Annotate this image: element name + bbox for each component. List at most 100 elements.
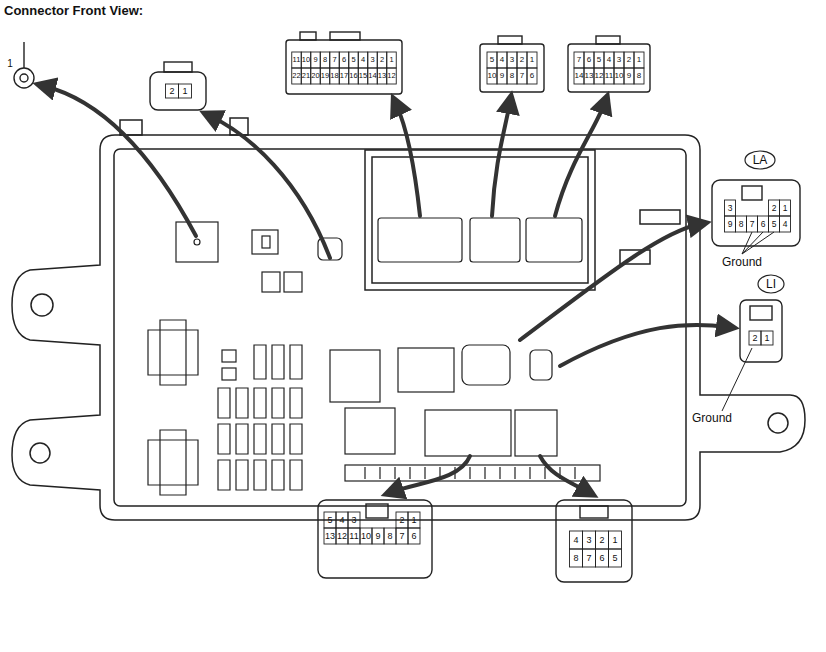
pin-cell <box>336 528 348 544</box>
pin-cell <box>594 68 604 84</box>
pin-cell <box>596 549 609 567</box>
pin-cell <box>311 52 321 68</box>
pin-cell <box>377 68 387 84</box>
pin-number: 5 <box>597 56 601 64</box>
pin-number: 3 <box>586 536 591 545</box>
pin-number: 7 <box>586 554 591 563</box>
pin-number: 4 <box>783 220 788 229</box>
pin-number: 20 <box>311 72 319 80</box>
pin-cell <box>368 68 378 84</box>
pin-cell <box>634 68 644 84</box>
pin-cell <box>396 528 408 544</box>
pin-cell <box>758 216 769 232</box>
pin-number: 13 <box>325 532 335 541</box>
pin-number: 5 <box>772 220 777 229</box>
pin-cell <box>507 68 517 84</box>
pin-number: 8 <box>510 72 514 80</box>
pin-cell <box>634 52 644 68</box>
pin-cell <box>761 331 773 345</box>
pin-cell <box>614 68 624 84</box>
pin-cell <box>609 531 622 549</box>
pin-number: 1 <box>530 56 534 64</box>
pin-number: 6 <box>411 532 416 541</box>
ground-label: Ground <box>722 256 762 268</box>
pin-cell <box>330 68 340 84</box>
pin-number: 3 <box>510 56 514 64</box>
pin-number: 7 <box>332 56 336 64</box>
pin-cell <box>725 216 736 232</box>
pin-cell <box>769 200 780 216</box>
pin-cell <box>301 68 311 84</box>
pin-number: 7 <box>520 72 524 80</box>
pin-number: 10 <box>488 72 497 80</box>
pin-cell <box>769 216 780 232</box>
pin-cell <box>377 52 387 68</box>
pin-number: 8 <box>387 532 392 541</box>
pin-cell <box>336 512 348 528</box>
pin-cell <box>349 52 359 68</box>
pin-cells <box>166 52 791 567</box>
pin-cell <box>179 84 192 98</box>
pin-number: 3 <box>351 516 356 525</box>
pin-cell <box>747 216 758 232</box>
pin-number: 1 <box>182 87 187 96</box>
pin-cell <box>583 549 596 567</box>
pin-number: 5 <box>351 56 355 64</box>
pin-number: 6 <box>530 72 534 80</box>
pin-cell <box>527 68 537 84</box>
pin-number: 9 <box>627 72 631 80</box>
housing-outline <box>12 118 805 520</box>
pin-cell <box>292 52 302 68</box>
pin-number: 11 <box>349 532 358 541</box>
pin-number: 13 <box>378 72 386 80</box>
pin-number: 1 <box>637 56 641 64</box>
pin-cell <box>349 68 359 84</box>
connector-code: LI <box>766 278 776 290</box>
pin-cell <box>624 68 634 84</box>
pin-number: 1 <box>764 334 769 343</box>
pin-cell <box>614 52 624 68</box>
pin-number: 4 <box>500 56 504 64</box>
pin-cell <box>497 68 507 84</box>
pin-number: 9 <box>728 220 733 229</box>
pin-number: 9 <box>500 72 504 80</box>
connector-code-oval: LI <box>757 274 785 294</box>
block-sockets <box>148 218 600 495</box>
pin-cell <box>408 512 420 528</box>
pin-cell <box>324 512 336 528</box>
pin-cell <box>609 549 622 567</box>
pin-cell <box>487 68 497 84</box>
pin-number: 6 <box>342 56 346 64</box>
pin-cell <box>624 52 634 68</box>
pin-number: 5 <box>327 516 332 525</box>
pin-cell <box>487 52 497 68</box>
pin-number: 21 <box>302 72 310 80</box>
pin-number: 14 <box>368 72 376 80</box>
ground-leaders <box>722 232 774 411</box>
pin-cell <box>780 200 791 216</box>
pin-number: 8 <box>637 72 641 80</box>
pin-number: 11 <box>293 56 301 64</box>
ground-label: Ground <box>692 412 732 424</box>
pin-number: 5 <box>612 554 617 563</box>
pin-cell <box>311 68 321 84</box>
pin-number: 3 <box>617 56 621 64</box>
pin-cell <box>570 531 583 549</box>
pin-cell <box>320 52 330 68</box>
pin-cell <box>320 68 330 84</box>
pin-number: 9 <box>375 532 380 541</box>
diagram-title: Connector Front View: <box>4 3 143 18</box>
connector-code: LA <box>753 154 768 166</box>
pin-cell <box>330 52 340 68</box>
pin-number: 22 <box>292 72 300 80</box>
pin-cell <box>517 52 527 68</box>
pin-number: 11 <box>605 72 613 80</box>
pin-cell <box>348 512 360 528</box>
pin-number: 13 <box>585 72 594 80</box>
pin-cell <box>358 52 368 68</box>
pin-number: 18 <box>330 72 338 80</box>
pin-number: 10 <box>361 532 371 541</box>
pin-cell <box>583 531 596 549</box>
pin-cell <box>604 52 614 68</box>
pin-cell <box>736 216 747 232</box>
